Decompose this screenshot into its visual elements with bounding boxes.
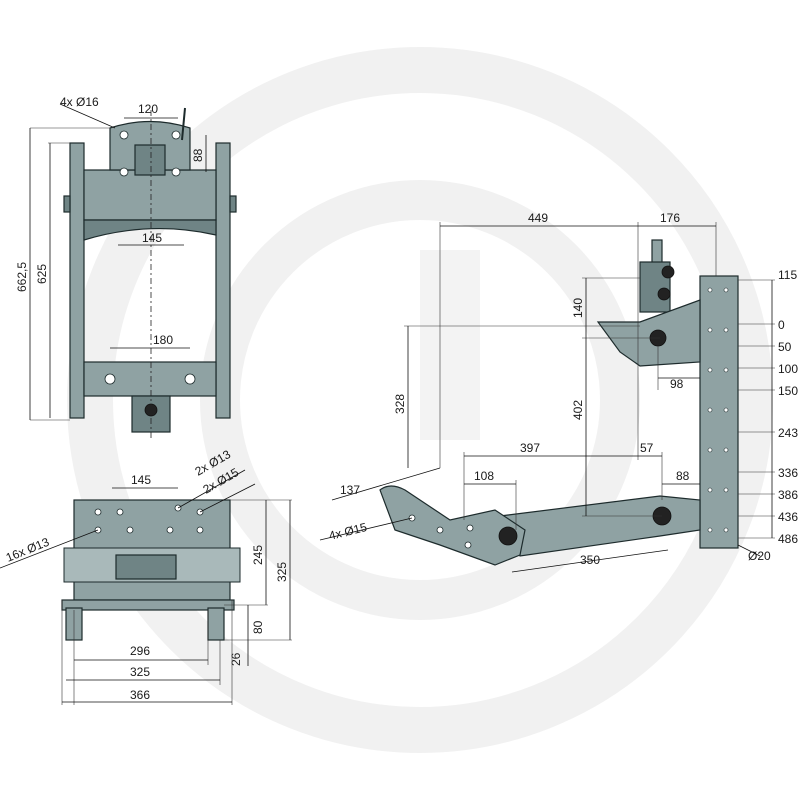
side-tab <box>63 195 71 213</box>
side-dim-397: 397 <box>520 441 540 455</box>
rail-scale-336: 336 <box>778 466 798 480</box>
side-dim-108: 108 <box>474 469 494 483</box>
hole-icon <box>116 508 124 516</box>
front-total-height: 662,5 <box>15 262 29 292</box>
front-frame-height: 625 <box>35 264 49 284</box>
hook-plate <box>379 485 526 566</box>
hole-icon <box>104 373 116 385</box>
width-325-label: 325 <box>130 665 150 679</box>
hole-icon <box>196 526 204 534</box>
pivot-icon <box>498 526 518 546</box>
rail-scale-386: 386 <box>778 488 798 502</box>
rail-scale-436: 436 <box>778 510 798 524</box>
rail-scale-115: 115 <box>778 268 797 282</box>
width-366-label: 366 <box>130 688 150 702</box>
side-dim-402: 402 <box>571 400 585 420</box>
plan-mechanism <box>115 554 177 580</box>
side-dim-328: 328 <box>393 394 407 414</box>
knob-icon <box>661 265 675 279</box>
foot-gap-label: 26 <box>229 652 243 666</box>
side-dim-88: 88 <box>676 469 690 483</box>
dim-line <box>511 549 669 573</box>
leader-line <box>331 467 441 501</box>
lower-arm <box>499 495 701 557</box>
crossbeam-curve <box>83 219 217 241</box>
top-crossbeam <box>83 169 217 221</box>
leader-line <box>59 103 116 129</box>
hole-icon <box>171 130 181 140</box>
leader-line <box>319 517 413 541</box>
front-holes-label: 4x Ø16 <box>60 95 99 109</box>
height-outer-label: 325 <box>275 562 289 582</box>
hole-icon <box>464 541 472 549</box>
hole-icon <box>436 526 444 534</box>
circular-logo-watermark <box>67 47 773 753</box>
rail-scale-150: 150 <box>778 384 798 398</box>
rail-scale-243: 243 <box>778 426 798 440</box>
side-tab <box>229 195 237 213</box>
side-dim-350: 350 <box>580 553 600 567</box>
side-holes-label: 4x Ø15 <box>327 520 368 543</box>
hole-icon <box>126 526 134 534</box>
right-foot <box>207 607 225 641</box>
leader-line <box>737 544 761 557</box>
hole-icon <box>184 373 196 385</box>
side-dim-449: 449 <box>528 211 548 225</box>
bottom-crossbeam <box>83 361 217 397</box>
pin-icon <box>181 107 186 141</box>
front-view: 4x Ø16 120 88 145 662,5 625 180 <box>15 95 237 440</box>
rail-scale-0: 0 <box>778 318 785 332</box>
side-dim-140: 140 <box>571 298 585 318</box>
holes-c-label: 16x Ø13 <box>4 535 52 565</box>
hole-icon <box>119 130 129 140</box>
side-dim-98: 98 <box>670 377 684 391</box>
rail-hole-label: Ø20 <box>748 549 771 563</box>
top-width-label: 145 <box>131 473 151 487</box>
rail-scale-100: 100 <box>778 362 798 376</box>
foot-height-label: 80 <box>251 620 265 634</box>
side-dim-57: 57 <box>640 441 654 455</box>
hole-icon <box>94 508 102 516</box>
hitch-block <box>134 144 166 176</box>
left-post <box>69 142 85 419</box>
right-post <box>215 142 231 419</box>
width-296-label: 296 <box>130 644 150 658</box>
side-view: 449 176 115 0 50 100 150 243 336 386 436… <box>319 211 798 573</box>
front-bottom-width: 180 <box>153 333 173 347</box>
rail-scale-50: 50 <box>778 340 792 354</box>
hole-icon <box>171 167 181 177</box>
knob-icon <box>657 287 671 301</box>
side-dim-137: 137 <box>340 483 360 497</box>
hole-icon <box>166 526 174 534</box>
leader-line <box>199 483 256 513</box>
pivot-plate <box>596 299 701 367</box>
front-cross-width: 145 <box>142 231 162 245</box>
front-top-height: 88 <box>191 148 205 162</box>
height-inner-label: 245 <box>251 545 265 565</box>
rail-scale-486: 486 <box>778 532 798 546</box>
vertical-rail <box>699 275 739 549</box>
hole-icon <box>466 524 474 532</box>
leader-line <box>0 529 99 569</box>
hole-icon <box>119 167 129 177</box>
side-dim-176: 176 <box>660 211 680 225</box>
front-top-width: 120 <box>138 102 158 116</box>
leader-line <box>177 469 246 509</box>
hole-icon <box>196 508 204 516</box>
